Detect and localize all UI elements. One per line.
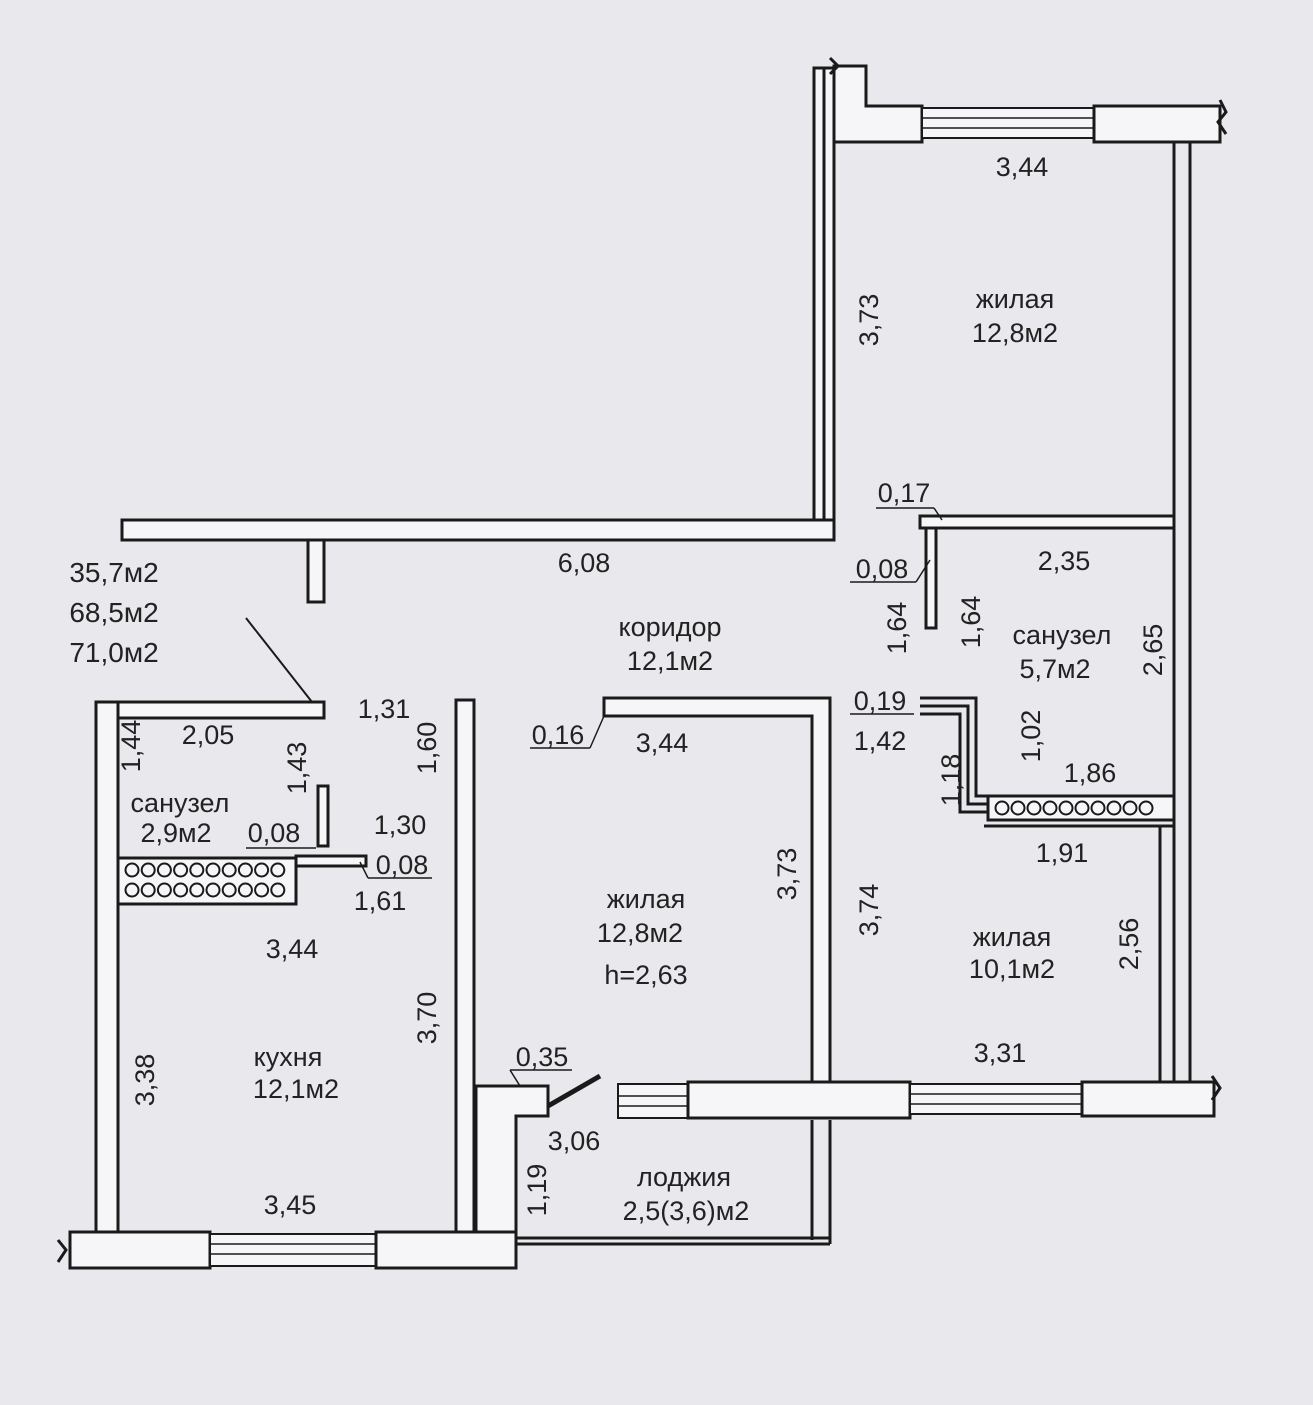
shaft-circle <box>189 862 205 878</box>
dim-top-room-height: 3,73 <box>854 294 884 347</box>
dim-205: 2,05 <box>182 720 235 750</box>
dim-144: 1,44 <box>116 720 146 773</box>
living-center-area: 12,8м2 <box>597 918 683 948</box>
bedroom-top-name: жилая <box>976 284 1055 314</box>
shaft-circle <box>1090 800 1106 816</box>
dim-loggia-width: 3,06 <box>548 1126 601 1156</box>
corridor-name: коридор <box>618 612 721 642</box>
dim-143: 1,43 <box>282 742 312 795</box>
shaft-circle <box>205 882 221 898</box>
dim-top-room-width: 3,44 <box>996 152 1049 182</box>
shaft-circle <box>1042 800 1058 816</box>
shaft-circle <box>140 882 156 898</box>
kitchen-area: 12,1м2 <box>253 1074 339 1104</box>
dim-118: 1,18 <box>936 754 966 807</box>
dimension-leaders <box>246 507 943 1087</box>
dim-191: 1,91 <box>1036 838 1089 868</box>
shaft-circle <box>221 882 237 898</box>
bedroom-right-area: 10,1м2 <box>969 954 1055 984</box>
shaft-circle <box>156 882 172 898</box>
bath-left-name: санузел <box>131 788 230 818</box>
dim-bedroom-right-width: 3,31 <box>974 1038 1027 1068</box>
loggia-walls <box>474 1073 1222 1246</box>
total-living-area: 35,7м2 <box>69 557 158 588</box>
bedroom-top-walls <box>812 56 1228 1082</box>
shaft-circle <box>173 862 189 878</box>
corridor-walls <box>120 518 938 630</box>
shaft-circle <box>124 862 140 878</box>
shaft-circle <box>1074 800 1090 816</box>
total-area-with-loggia: 71,0м2 <box>69 637 158 668</box>
dim-016: 0,16 <box>532 720 585 750</box>
bath-right-area: 5,7м2 <box>1019 654 1090 684</box>
shaft-circle <box>270 862 286 878</box>
dim-017: 0,17 <box>878 478 931 508</box>
shaft-circle <box>1106 800 1122 816</box>
corridor-area: 12,1м2 <box>627 646 713 676</box>
shaft-circle <box>254 862 270 878</box>
dim-008-right: 0,08 <box>856 554 909 584</box>
living-center-name: жилая <box>607 884 686 914</box>
shaft-circle <box>1010 800 1026 816</box>
totals-leader <box>245 617 313 703</box>
living-center-height: h=2,63 <box>604 960 687 990</box>
shaft-circle <box>1026 800 1042 816</box>
dim-bedroom-right-left: 3,74 <box>854 884 884 937</box>
shaft-circle <box>237 882 253 898</box>
dim-corridor-length: 6,08 <box>558 548 611 578</box>
bedroom-top-area: 12,8м2 <box>972 318 1058 348</box>
shaft-circle <box>237 862 253 878</box>
kitchen-name: кухня <box>254 1042 323 1072</box>
bath-left-area: 2,9м2 <box>140 818 211 848</box>
shaft-circle <box>189 882 205 898</box>
loggia-name: лоджия <box>637 1162 731 1192</box>
shaft-circle <box>1122 800 1138 816</box>
dim-bath-right-height: 2,65 <box>1138 624 1168 677</box>
bath-right-name: санузел <box>1013 620 1112 650</box>
dim-142: 1,42 <box>854 726 907 756</box>
dim-035: 0,35 <box>516 1042 569 1072</box>
dim-living-center-width: 3,44 <box>636 728 689 758</box>
shaft-circle <box>173 882 189 898</box>
shaft-circle <box>221 862 237 878</box>
dim-bedroom-right-height: 2,56 <box>1114 918 1144 971</box>
shaft-circle <box>124 882 140 898</box>
bedroom-right-name: жилая <box>973 922 1052 952</box>
dim-186: 1,86 <box>1064 758 1117 788</box>
shaft-circle <box>205 862 221 878</box>
dim-019: 0,19 <box>854 686 907 716</box>
utility-shafts <box>124 800 1154 898</box>
dim-161: 1,61 <box>354 886 407 916</box>
dim-kitchen-left: 3,38 <box>130 1054 160 1107</box>
dim-kitchen-top: 3,44 <box>266 934 319 964</box>
dim-kitchen-height: 3,70 <box>412 992 442 1045</box>
dim-bath-right-width: 2,35 <box>1038 546 1091 576</box>
shaft-circle <box>994 800 1010 816</box>
dim-loggia-depth: 1,19 <box>522 1164 552 1217</box>
dim-102: 1,02 <box>1016 710 1046 763</box>
dim-bath-right-len-b: 1,64 <box>956 596 986 649</box>
dim-bath-right-len-a: 1,64 <box>882 602 912 655</box>
shaft-circle <box>1058 800 1074 816</box>
shaft-circle <box>270 882 286 898</box>
kitchen-walls <box>56 698 518 1270</box>
dim-130: 1,30 <box>374 810 427 840</box>
dim-living-center-height: 3,73 <box>772 848 802 901</box>
dim-160: 1,60 <box>412 722 442 775</box>
dim-008-left-b: 0,08 <box>376 850 429 880</box>
dim-131: 1,31 <box>358 694 411 724</box>
shaft-circle <box>1138 800 1154 816</box>
loggia-area: 2,5(3,6)м2 <box>623 1196 750 1226</box>
shaft-circle <box>254 882 270 898</box>
shaft-circle <box>140 862 156 878</box>
shaft-circle <box>156 862 172 878</box>
dim-008-left-a: 0,08 <box>248 818 301 848</box>
dim-kitchen-bottom: 3,45 <box>264 1190 317 1220</box>
total-area: 68,5м2 <box>69 597 158 628</box>
